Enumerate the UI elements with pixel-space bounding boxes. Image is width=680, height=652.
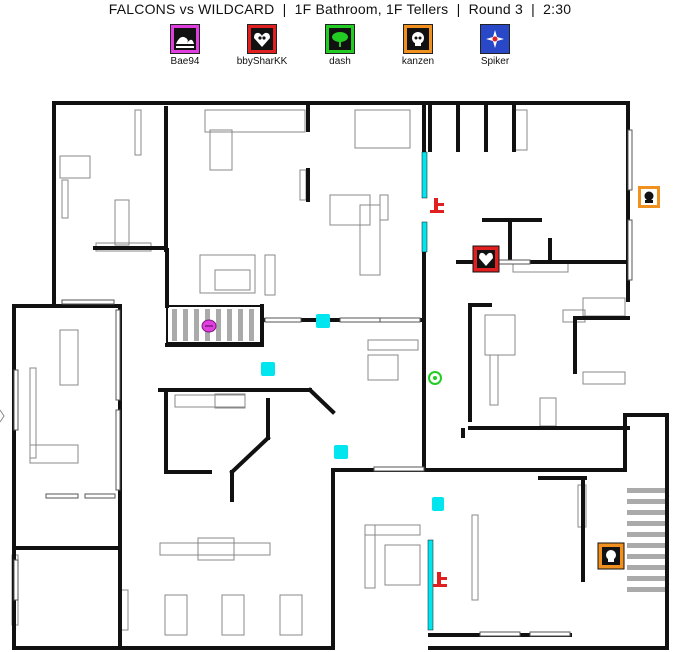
- team-a-name: FALCONS: [108, 1, 176, 17]
- separator: |: [456, 1, 461, 17]
- player-marker-bae94: [201, 319, 217, 333]
- player-name: Spiker: [480, 56, 510, 67]
- player-marker-kanzen-drone: [638, 186, 660, 208]
- player-name: Bae94: [170, 56, 200, 67]
- wave-icon: [170, 24, 200, 54]
- objective-marker-bathroom: [430, 198, 444, 213]
- window-frames: [13, 129, 633, 637]
- separator: |: [531, 1, 535, 17]
- star-icon: [480, 24, 510, 54]
- round-label: Round 3: [468, 1, 523, 17]
- player-name: bbySharKK: [236, 56, 288, 67]
- stairs-lower: [627, 488, 665, 592]
- separator: |: [282, 1, 287, 17]
- player-card-bae94[interactable]: Bae94: [140, 24, 230, 67]
- tree-icon: [325, 24, 355, 54]
- objective-marker-tellers: [433, 572, 447, 587]
- team-b-name: WILDCARD: [198, 1, 275, 17]
- heart-skull-icon: [247, 24, 277, 54]
- player-marker-kanzen: [597, 542, 625, 570]
- barricades: [261, 314, 444, 511]
- player-card-kanzen[interactable]: kanzen: [373, 24, 463, 67]
- offmap-arrow-icon: [0, 409, 5, 423]
- vs-label: vs: [179, 1, 195, 17]
- player-name: kanzen: [401, 56, 435, 67]
- site-name: 1F Bathroom, 1F Tellers: [294, 1, 449, 17]
- player-card-bbysharkk[interactable]: bbySharKK: [217, 24, 307, 67]
- match-title: FALCONS vs WILDCARD | 1F Bathroom, 1F Te…: [0, 1, 680, 17]
- player-marker-dash: [428, 371, 442, 385]
- furniture: [11, 109, 626, 636]
- player-name: dash: [329, 56, 351, 67]
- player-card-dash[interactable]: dash: [295, 24, 385, 67]
- player-card-spiker[interactable]: Spiker: [450, 24, 540, 67]
- player-marker-bbysharkk: [472, 245, 500, 273]
- skull-icon: [403, 24, 433, 54]
- walls: [12, 101, 669, 650]
- round-timer: 2:30: [543, 1, 572, 17]
